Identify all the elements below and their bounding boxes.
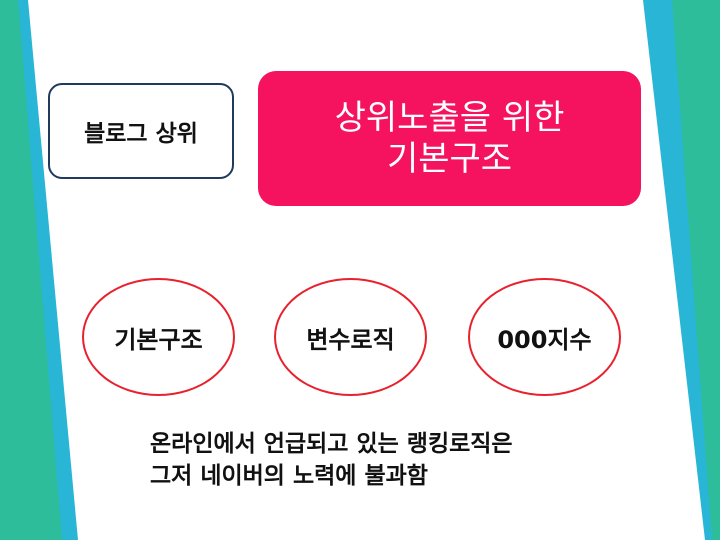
left-teal-stripe	[0, 0, 62, 540]
blog-top-label: 블로그 상위	[84, 121, 198, 147]
caption-line-2: 그저 네이버의 노력에 불과함	[150, 463, 428, 489]
circle-label: 기본구조	[114, 325, 203, 354]
title-box: 상위노출을 위한 기본구조	[258, 71, 641, 206]
title-line-2: 기본구조	[386, 138, 513, 179]
caption-line-1: 온라인에서 언급되고 있는 랭킹로직은	[150, 431, 513, 457]
blog-top-box: 블로그 상위	[48, 83, 234, 179]
circle-index: 000지수	[468, 278, 621, 396]
circle-label: 변수로직	[306, 325, 395, 354]
right-teal-stripe	[672, 0, 720, 540]
caption: 온라인에서 언급되고 있는 랭킹로직은 그저 네이버의 노력에 불과함	[150, 428, 650, 492]
circle-variable-logic: 변수로직	[274, 278, 427, 396]
title-line-1: 상위노출을 위한	[334, 97, 565, 138]
circle-label: 000지수	[497, 325, 592, 354]
circle-basic-structure: 기본구조	[82, 278, 235, 396]
